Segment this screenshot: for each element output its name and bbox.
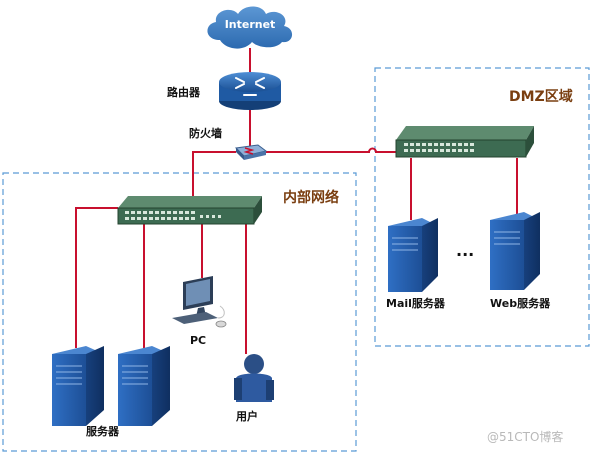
internal-switch-ports (125, 211, 221, 220)
firewall-label: 防火墙 (189, 126, 222, 140)
network-links (75, 48, 518, 354)
dmz-zone-label: DMZ区域 (509, 88, 573, 105)
web-server-label: Web服务器 (490, 296, 551, 310)
server-left-icon (52, 346, 104, 426)
web-server-icon (490, 212, 540, 290)
mail-server-label: Mail服务器 (386, 296, 446, 310)
router-label: 路由器 (167, 85, 201, 99)
router-icon (219, 72, 281, 110)
pc-label: PC (190, 334, 206, 347)
server-right-icon (118, 346, 170, 426)
user-icon (234, 354, 274, 402)
firewall-icon (234, 144, 268, 160)
internal-zone-label: 内部网络 (283, 189, 339, 206)
link-firewall-dmz-switch (264, 147, 398, 153)
internal-switch-icon (117, 196, 262, 225)
link-firewall-internal-switch (192, 151, 236, 202)
dmz-zone-box (374, 67, 590, 347)
dmz-switch-icon (395, 126, 534, 158)
dmz-switch-ports (404, 143, 474, 152)
link-switch-server-left (75, 207, 118, 348)
pc-icon (172, 276, 227, 328)
user-label: 用户 (236, 409, 258, 423)
watermark-text: @51CTO博客 (487, 429, 563, 444)
internet-cloud-icon: Internet (207, 6, 293, 49)
internal-zone-box (2, 172, 357, 452)
mail-server-icon (388, 218, 438, 292)
servers-label: 服务器 (86, 424, 120, 438)
more-servers-ellipsis: ... (456, 241, 474, 260)
internet-label: Internet (225, 18, 276, 31)
